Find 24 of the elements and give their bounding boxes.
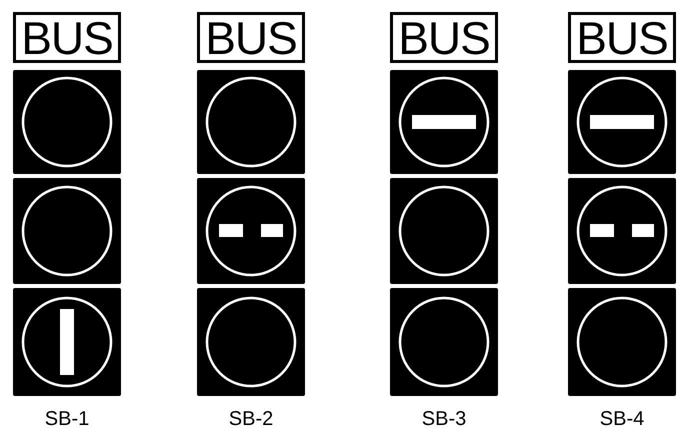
sign-text: BUS [576, 14, 668, 60]
sign-text: BUS [398, 14, 490, 60]
signal-lamp [197, 288, 305, 396]
sign-text: BUS [205, 14, 297, 60]
signal-lamp [568, 288, 676, 396]
bus-sign [13, 12, 121, 63]
signal-caption: SB-3 [422, 408, 466, 431]
signal-lamp [13, 70, 121, 174]
signal-lamp [390, 70, 498, 174]
sign-text: BUS [21, 14, 113, 60]
signal-caption: SB-1 [44, 408, 90, 431]
signal-lamp [197, 178, 305, 284]
bus-sign [568, 12, 676, 63]
signal-lamp [13, 288, 121, 396]
signal-caption: SB-4 [600, 408, 644, 431]
signal-lamp [568, 70, 676, 174]
signal-lamp [13, 178, 121, 284]
signal-lamp [390, 288, 498, 396]
signal-lamp [568, 178, 676, 284]
signal-caption: SB-2 [228, 408, 274, 431]
bus-sign [390, 12, 498, 63]
signal-lamp [390, 178, 498, 284]
signal-lamp [197, 70, 305, 174]
bus-sign [197, 12, 305, 63]
